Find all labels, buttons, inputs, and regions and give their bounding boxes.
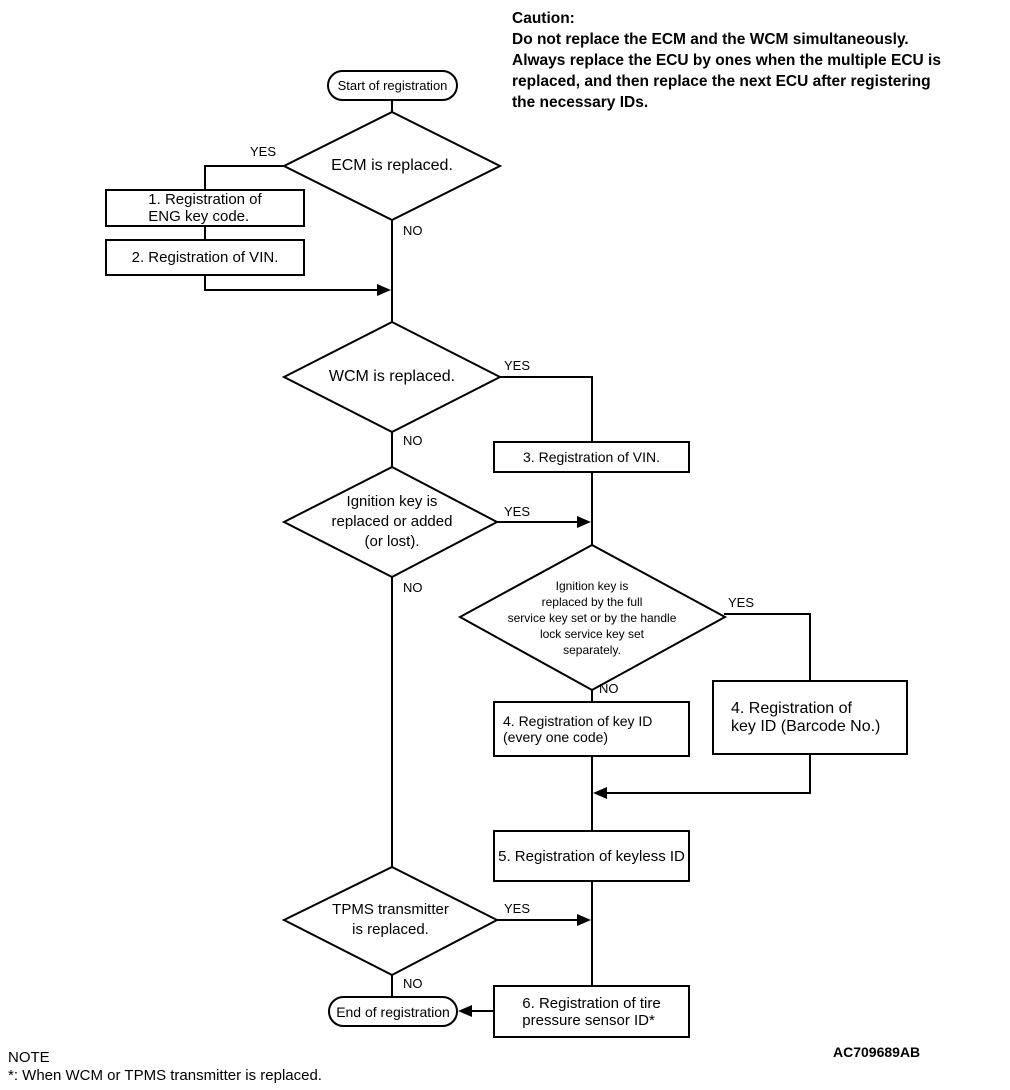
caution-line: Always replace the ECU by ones when the … — [512, 52, 941, 69]
branch-label-wcm-no: NO — [403, 433, 423, 448]
process-3-registration-vin: 3. Registration of VIN. — [493, 441, 690, 473]
process-4-key-id-every-code: 4. Registration of key ID (every one cod… — [493, 701, 690, 757]
process-2-registration-vin: 2. Registration of VIN. — [105, 239, 305, 276]
caution-line: Do not replace the ECM and the WCM simul… — [512, 31, 909, 48]
arrowhead-ignition-yes — [577, 516, 591, 528]
process-text-line: pressure sensor ID* — [522, 1011, 655, 1029]
branch-label-tpms-yes: YES — [504, 901, 531, 916]
process-text-line: 2. Registration of VIN. — [131, 249, 279, 266]
decision-tpms-shape — [281, 865, 500, 977]
process-text-line: 5. Registration of keyless ID — [498, 847, 685, 865]
decision-ignition-full-shape — [457, 543, 728, 692]
caution-title: Caution: — [512, 10, 575, 27]
branch-label-ignition-full-yes: YES — [728, 595, 755, 610]
terminal-end: End of registration — [328, 996, 458, 1027]
process-text-line: ENG key code. — [148, 208, 250, 225]
branch-label-tpms-no: NO — [403, 976, 423, 991]
process-4-key-id-barcode: 4. Registration of key ID (Barcode No.) — [712, 680, 908, 755]
connector-ecm-yes — [204, 165, 378, 291]
footnote: NOTE *: When WCM or TPMS transmitter is … — [8, 1049, 322, 1085]
footnote-text: *: When WCM or TPMS transmitter is repla… — [8, 1067, 322, 1084]
branch-label-ignition-no: NO — [403, 580, 423, 595]
process-5-keyless-id: 5. Registration of keyless ID — [493, 830, 690, 882]
branch-label-ecm-no: NO — [403, 223, 423, 238]
caution-line: the necessary IDs. — [512, 94, 649, 111]
decision-ecm-shape — [281, 110, 503, 222]
figure-code: AC709689AB — [833, 1044, 921, 1060]
process-text-line: key ID (Barcode No.) — [731, 717, 881, 735]
terminal-start: Start of registration — [327, 70, 458, 101]
process-text-line: 1. Registration of — [148, 191, 262, 208]
process-text-line: 4. Registration of key ID — [503, 713, 653, 729]
branch-label-wcm-yes: YES — [504, 358, 531, 373]
process-text-line: 6. Registration of tire — [522, 994, 661, 1012]
decision-wcm-shape — [281, 320, 503, 434]
caution-line: replaced, and then replace the next ECU … — [512, 73, 931, 90]
process-text-line: 4. Registration of — [731, 699, 852, 717]
arrowhead-box6-to-end — [458, 1005, 472, 1017]
branch-label-ignition-full-no: NO — [599, 681, 619, 696]
decision-ignition-shape — [281, 465, 500, 579]
process-6-tire-pressure-sensor-id: 6. Registration of tire pressure sensor … — [493, 985, 690, 1038]
arrowhead-tpms-yes — [577, 914, 591, 926]
connector-ignition-full-yes — [724, 613, 811, 681]
process-text-line: 3. Registration of VIN. — [523, 449, 660, 465]
process-1-eng-key-code: 1. Registration of ENG key code. — [105, 189, 305, 227]
terminal-end-label: End of registration — [336, 1003, 450, 1020]
terminal-start-label: Start of registration — [337, 78, 448, 93]
footnote-title: NOTE — [8, 1049, 50, 1066]
connector-wcm-yes — [499, 376, 593, 441]
arrowhead-into-main-line — [377, 284, 391, 296]
arrowhead-box4b-join — [593, 787, 607, 799]
branch-label-ecm-yes: YES — [250, 144, 277, 159]
branch-label-ignition-yes: YES — [504, 504, 531, 519]
caution-note: Caution: Do not replace the ECM and the … — [512, 8, 1004, 113]
connector-box4b-join — [607, 754, 811, 794]
process-text-line: (every one code) — [503, 729, 609, 745]
